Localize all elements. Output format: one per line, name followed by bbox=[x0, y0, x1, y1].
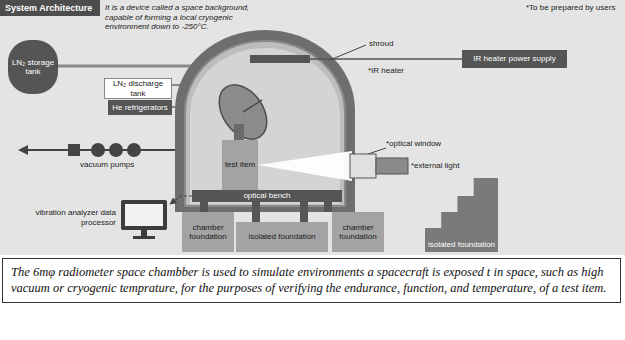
chamber-interior bbox=[190, 48, 340, 204]
monitor-frame bbox=[121, 200, 167, 230]
node-text: test item bbox=[223, 160, 257, 170]
storage-tank: LN₂ storage tank bbox=[8, 40, 58, 94]
bench-leg bbox=[324, 202, 332, 212]
foundation-stair: isolated foundation bbox=[425, 178, 498, 252]
test-item-pedestal: test item bbox=[222, 140, 258, 190]
monitor-base bbox=[133, 236, 155, 239]
monitor-screen bbox=[125, 204, 163, 226]
antenna-dish bbox=[209, 76, 276, 148]
bench-leg bbox=[300, 202, 308, 222]
exhaust-arrowhead bbox=[18, 145, 28, 155]
part-label: shroud bbox=[369, 39, 419, 49]
pump-symbol bbox=[109, 143, 123, 157]
leader-line bbox=[368, 148, 386, 154]
node-text: LN₂ discharge tank bbox=[105, 79, 171, 98]
node-text: isolated foundation bbox=[246, 232, 317, 242]
optical-bench: optical bench bbox=[192, 190, 342, 202]
node-text: vibration analyzer data processor bbox=[28, 208, 118, 227]
part-label: *To be prepared by users bbox=[526, 3, 622, 13]
optical-window-shape bbox=[350, 154, 376, 178]
data-processor: vibration analyzer data processor bbox=[28, 198, 170, 242]
discharge-tank-box: LN₂ discharge tank bbox=[104, 78, 172, 99]
external-light-shape bbox=[376, 158, 408, 174]
node-text: LN₂ storage tank bbox=[8, 58, 58, 77]
monitor-icon bbox=[120, 199, 170, 241]
part-label: *optical window bbox=[386, 139, 466, 149]
foundation-block: chamber foundation bbox=[332, 212, 384, 252]
title-tab: System Architecture bbox=[0, 0, 100, 16]
node-text: He refrigerators bbox=[110, 103, 170, 113]
antenna-feed bbox=[243, 100, 262, 112]
ir-heater-bar bbox=[250, 55, 310, 63]
node-text: isolated foundation bbox=[426, 240, 497, 250]
node-text: IR heater power supply bbox=[471, 54, 557, 64]
node-text: optical bench bbox=[241, 191, 292, 201]
shroud-shape bbox=[185, 41, 345, 206]
chamber-wall bbox=[175, 30, 355, 212]
part-label: *IR heater bbox=[368, 66, 428, 76]
foundation-block: isolated foundation bbox=[236, 222, 328, 252]
leader-line bbox=[330, 45, 366, 60]
pump-symbol bbox=[91, 143, 105, 157]
power-supply-box: IR heater power supply bbox=[462, 50, 567, 68]
bench-leg bbox=[200, 202, 208, 212]
node-text: chamber foundation bbox=[332, 223, 384, 242]
antenna-mount bbox=[234, 124, 244, 140]
pump-symbol bbox=[127, 143, 141, 157]
caption-box: The 6mφ radiometer space chambber is use… bbox=[2, 258, 621, 303]
part-label: vacuum pumps bbox=[80, 160, 150, 170]
light-beam bbox=[258, 151, 352, 181]
stair-shape bbox=[425, 178, 498, 252]
signal-connector bbox=[170, 196, 192, 204]
bench-leg bbox=[252, 202, 260, 222]
annotation-note: It is a device called a space background… bbox=[105, 3, 255, 32]
part-label: *external light bbox=[411, 161, 481, 171]
monitor-stand bbox=[141, 230, 147, 236]
foundation-block: chamber foundation bbox=[182, 212, 234, 252]
ln2-pipe bbox=[56, 65, 192, 68]
node-text: chamber foundation bbox=[182, 223, 234, 242]
pump-symbol bbox=[68, 144, 80, 156]
refrigerator-box: He refrigerators bbox=[108, 100, 172, 115]
